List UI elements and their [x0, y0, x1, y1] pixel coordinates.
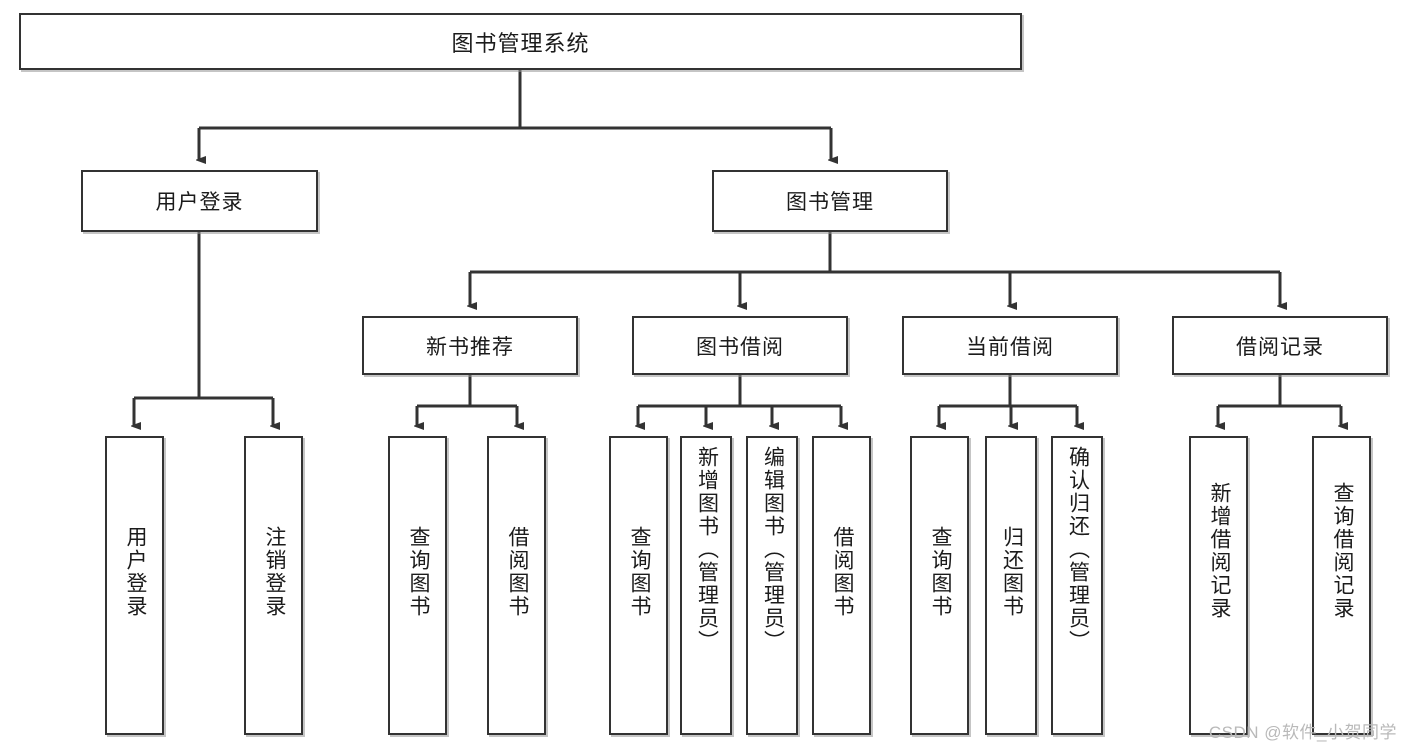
node-leaf-add-record[interactable]: 新增借阅记录 [1189, 436, 1248, 735]
csdn-watermark: CSDN @软件_小贺同学 [1208, 723, 1397, 742]
node-leaf-confirm-return-label: 确认归还（管理员） [1066, 446, 1090, 653]
node-leaf-borrow-book-2-label: 借阅图书 [830, 526, 854, 618]
node-book-borrow-label: 图书借阅 [696, 335, 784, 359]
node-leaf-query-book-2[interactable]: 查询图书 [609, 436, 668, 735]
node-current-borrow-label: 当前借阅 [966, 335, 1054, 359]
node-book-manage-label: 图书管理 [786, 191, 874, 214]
node-leaf-logout[interactable]: 注销登录 [244, 436, 303, 735]
node-borrow-record[interactable]: 借阅记录 [1172, 316, 1388, 375]
node-leaf-borrow-book-2[interactable]: 借阅图书 [812, 436, 871, 735]
node-leaf-query-book-3-label: 查询图书 [928, 526, 952, 618]
node-leaf-query-book-1-label: 查询图书 [406, 526, 430, 618]
node-leaf-logout-label: 注销登录 [262, 526, 286, 618]
node-new-book-recommend[interactable]: 新书推荐 [362, 316, 578, 375]
node-user-login[interactable]: 用户登录 [81, 170, 318, 232]
node-leaf-query-record-label: 查询借阅记录 [1330, 482, 1354, 620]
node-leaf-query-book-2-label: 查询图书 [627, 526, 651, 618]
node-leaf-add-book[interactable]: 新增图书（管理员） [680, 436, 732, 735]
node-borrow-record-label: 借阅记录 [1236, 335, 1324, 359]
node-leaf-edit-book-label: 编辑图书（管理员） [761, 446, 785, 653]
node-root[interactable]: 图书管理系统 [19, 13, 1022, 70]
node-leaf-confirm-return[interactable]: 确认归还（管理员） [1051, 436, 1103, 735]
node-leaf-user-login[interactable]: 用户登录 [105, 436, 164, 735]
node-user-login-label: 用户登录 [155, 191, 244, 214]
node-leaf-add-record-label: 新增借阅记录 [1207, 482, 1231, 620]
node-book-manage[interactable]: 图书管理 [712, 170, 948, 232]
node-leaf-return-book-label: 归还图书 [1000, 526, 1024, 618]
node-leaf-borrow-book-1[interactable]: 借阅图书 [487, 436, 546, 735]
node-leaf-borrow-book-1-label: 借阅图书 [505, 526, 529, 618]
node-leaf-return-book[interactable]: 归还图书 [985, 436, 1037, 735]
node-leaf-add-book-label: 新增图书（管理员） [695, 446, 719, 653]
node-root-label: 图书管理系统 [451, 30, 590, 56]
node-leaf-query-book-3[interactable]: 查询图书 [910, 436, 969, 735]
node-new-book-recommend-label: 新书推荐 [426, 335, 514, 359]
node-leaf-user-login-label: 用户登录 [123, 526, 147, 618]
node-current-borrow[interactable]: 当前借阅 [902, 316, 1118, 375]
node-book-borrow[interactable]: 图书借阅 [632, 316, 848, 375]
node-leaf-query-record[interactable]: 查询借阅记录 [1312, 436, 1371, 735]
node-leaf-edit-book[interactable]: 编辑图书（管理员） [746, 436, 798, 735]
node-leaf-query-book-1[interactable]: 查询图书 [388, 436, 447, 735]
